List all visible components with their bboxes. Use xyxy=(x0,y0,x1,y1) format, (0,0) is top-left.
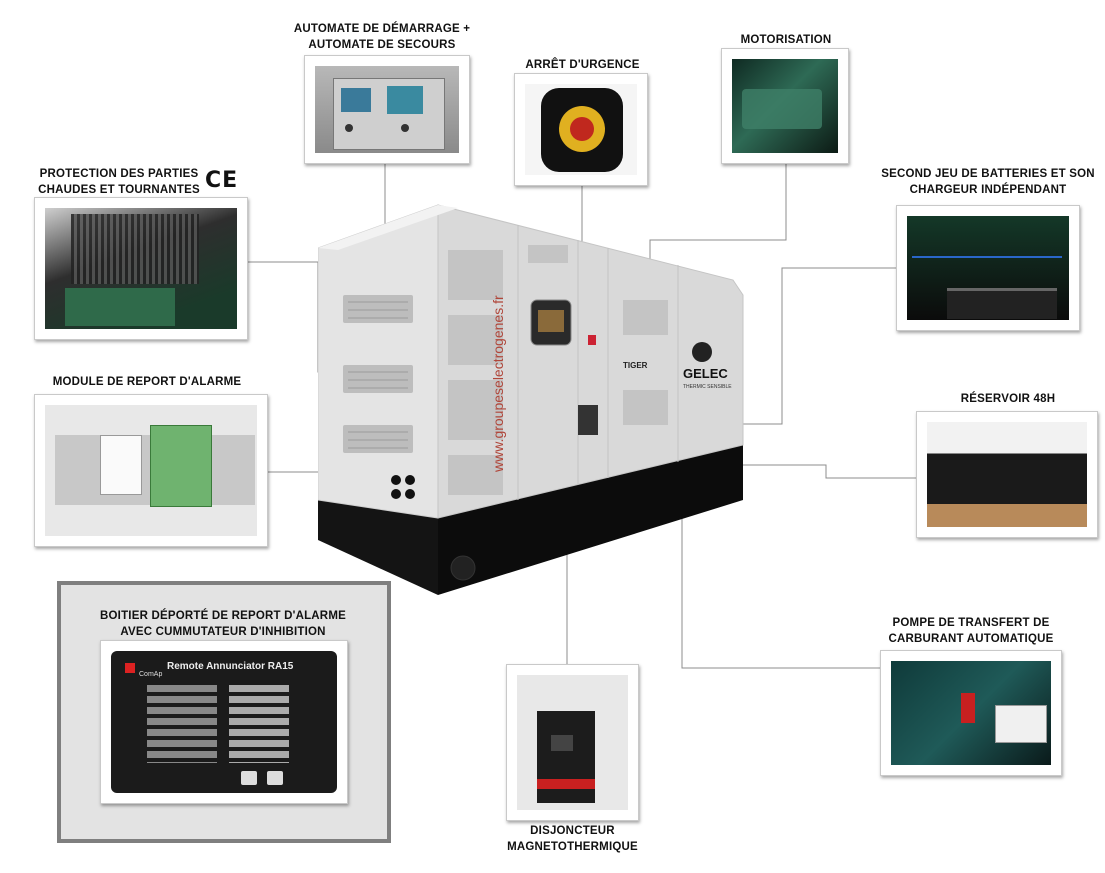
photo-module xyxy=(45,405,257,536)
photo-disjoncteur xyxy=(517,675,628,810)
comap-logo-icon xyxy=(125,663,135,673)
model-badge: TIGER xyxy=(623,361,648,370)
label-disjoncteur-line2: MAGNETOTHERMIQUE xyxy=(507,841,638,853)
label-pompe-line2: CARBURANT AUTOMATIQUE xyxy=(888,633,1054,645)
label-motorisation: MOTORISATION xyxy=(740,34,832,46)
photo-frame-motorisation xyxy=(721,48,849,164)
brand-subtitle: THERMIC SENSIBLE xyxy=(683,384,732,390)
annunciator-title: Remote Annunciator RA15 xyxy=(167,661,294,672)
label-automate: AUTOMATE DE DÉMARRAGE + AUTOMATE DE SECO… xyxy=(292,21,472,53)
photo-frame-reservoir xyxy=(916,411,1098,538)
line-reservoir xyxy=(735,464,920,479)
photo-protection xyxy=(45,208,237,329)
generator-illustration: GELEC THERMIC SENSIBLE TIGER www.groupes… xyxy=(318,204,744,595)
website-text: www.groupeselectrogenes.fr xyxy=(490,295,506,473)
label-pompe-line1: POMPE DE TRANSFERT DE xyxy=(892,617,1050,629)
annunciator-button-2[interactable] xyxy=(267,771,283,785)
label-second-jeu-line1: SECOND JEU DE BATTERIES ET SON xyxy=(881,168,1095,180)
photo-arret xyxy=(525,84,637,175)
photo-frame-arret xyxy=(514,73,648,186)
photo-pompe xyxy=(891,661,1051,765)
ce-mark-icon: CE xyxy=(205,168,239,193)
photo-frame-automate xyxy=(304,55,470,164)
label-automate-line1: AUTOMATE DE DÉMARRAGE + xyxy=(293,23,471,35)
label-disjoncteur: DISJONCTEUR MAGNETOTHERMIQUE xyxy=(490,823,655,855)
annunciator-maker: ComAp xyxy=(139,671,163,678)
photo-batteries xyxy=(907,216,1069,320)
photo-frame-batteries xyxy=(896,205,1080,331)
label-disjoncteur-line1: DISJONCTEUR xyxy=(530,825,615,837)
photo-motorisation xyxy=(732,59,838,153)
photo-frame-pompe xyxy=(880,650,1062,776)
label-reservoir: RÉSERVOIR 48H xyxy=(960,393,1056,405)
label-protection: PROTECTION DES PARTIES CHAUDES ET TOURNA… xyxy=(34,166,204,198)
label-pompe: POMPE DE TRANSFERT DE CARBURANT AUTOMATI… xyxy=(876,615,1066,647)
photo-frame-disjoncteur xyxy=(506,664,639,821)
photo-frame-protection xyxy=(34,197,248,340)
label-boitier-line2: AVEC CUMMUTATEUR D'INHIBITION xyxy=(120,626,326,638)
label-boitier: BOITIER DÉPORTÉ DE REPORT D'ALARME AVEC … xyxy=(60,608,386,640)
label-second-jeu: SECOND JEU DE BATTERIES ET SON CHARGEUR … xyxy=(876,166,1100,198)
photo-automate xyxy=(315,66,459,153)
label-arret: ARRÊT D'URGENCE xyxy=(525,59,640,71)
photo-frame-module xyxy=(34,394,268,547)
label-protection-line1: PROTECTION DES PARTIES xyxy=(39,168,199,180)
photo-reservoir xyxy=(927,422,1087,527)
brand-logo-text: GELEC xyxy=(683,366,728,381)
label-second-jeu-line2: CHARGEUR INDÉPENDANT xyxy=(909,184,1067,196)
annunciator-button-1[interactable] xyxy=(241,771,257,785)
photo-frame-boitier: ComAp Remote Annunciator RA15 xyxy=(100,640,348,804)
label-automate-line2: AUTOMATE DE SECOURS xyxy=(308,39,456,51)
label-module-report: MODULE DE REPORT D'ALARME xyxy=(52,376,242,388)
label-boitier-line1: BOITIER DÉPORTÉ DE REPORT D'ALARME xyxy=(100,610,346,622)
annunciator-panel: ComAp Remote Annunciator RA15 xyxy=(111,651,337,793)
label-protection-line2: CHAUDES ET TOURNANTES xyxy=(38,184,200,196)
